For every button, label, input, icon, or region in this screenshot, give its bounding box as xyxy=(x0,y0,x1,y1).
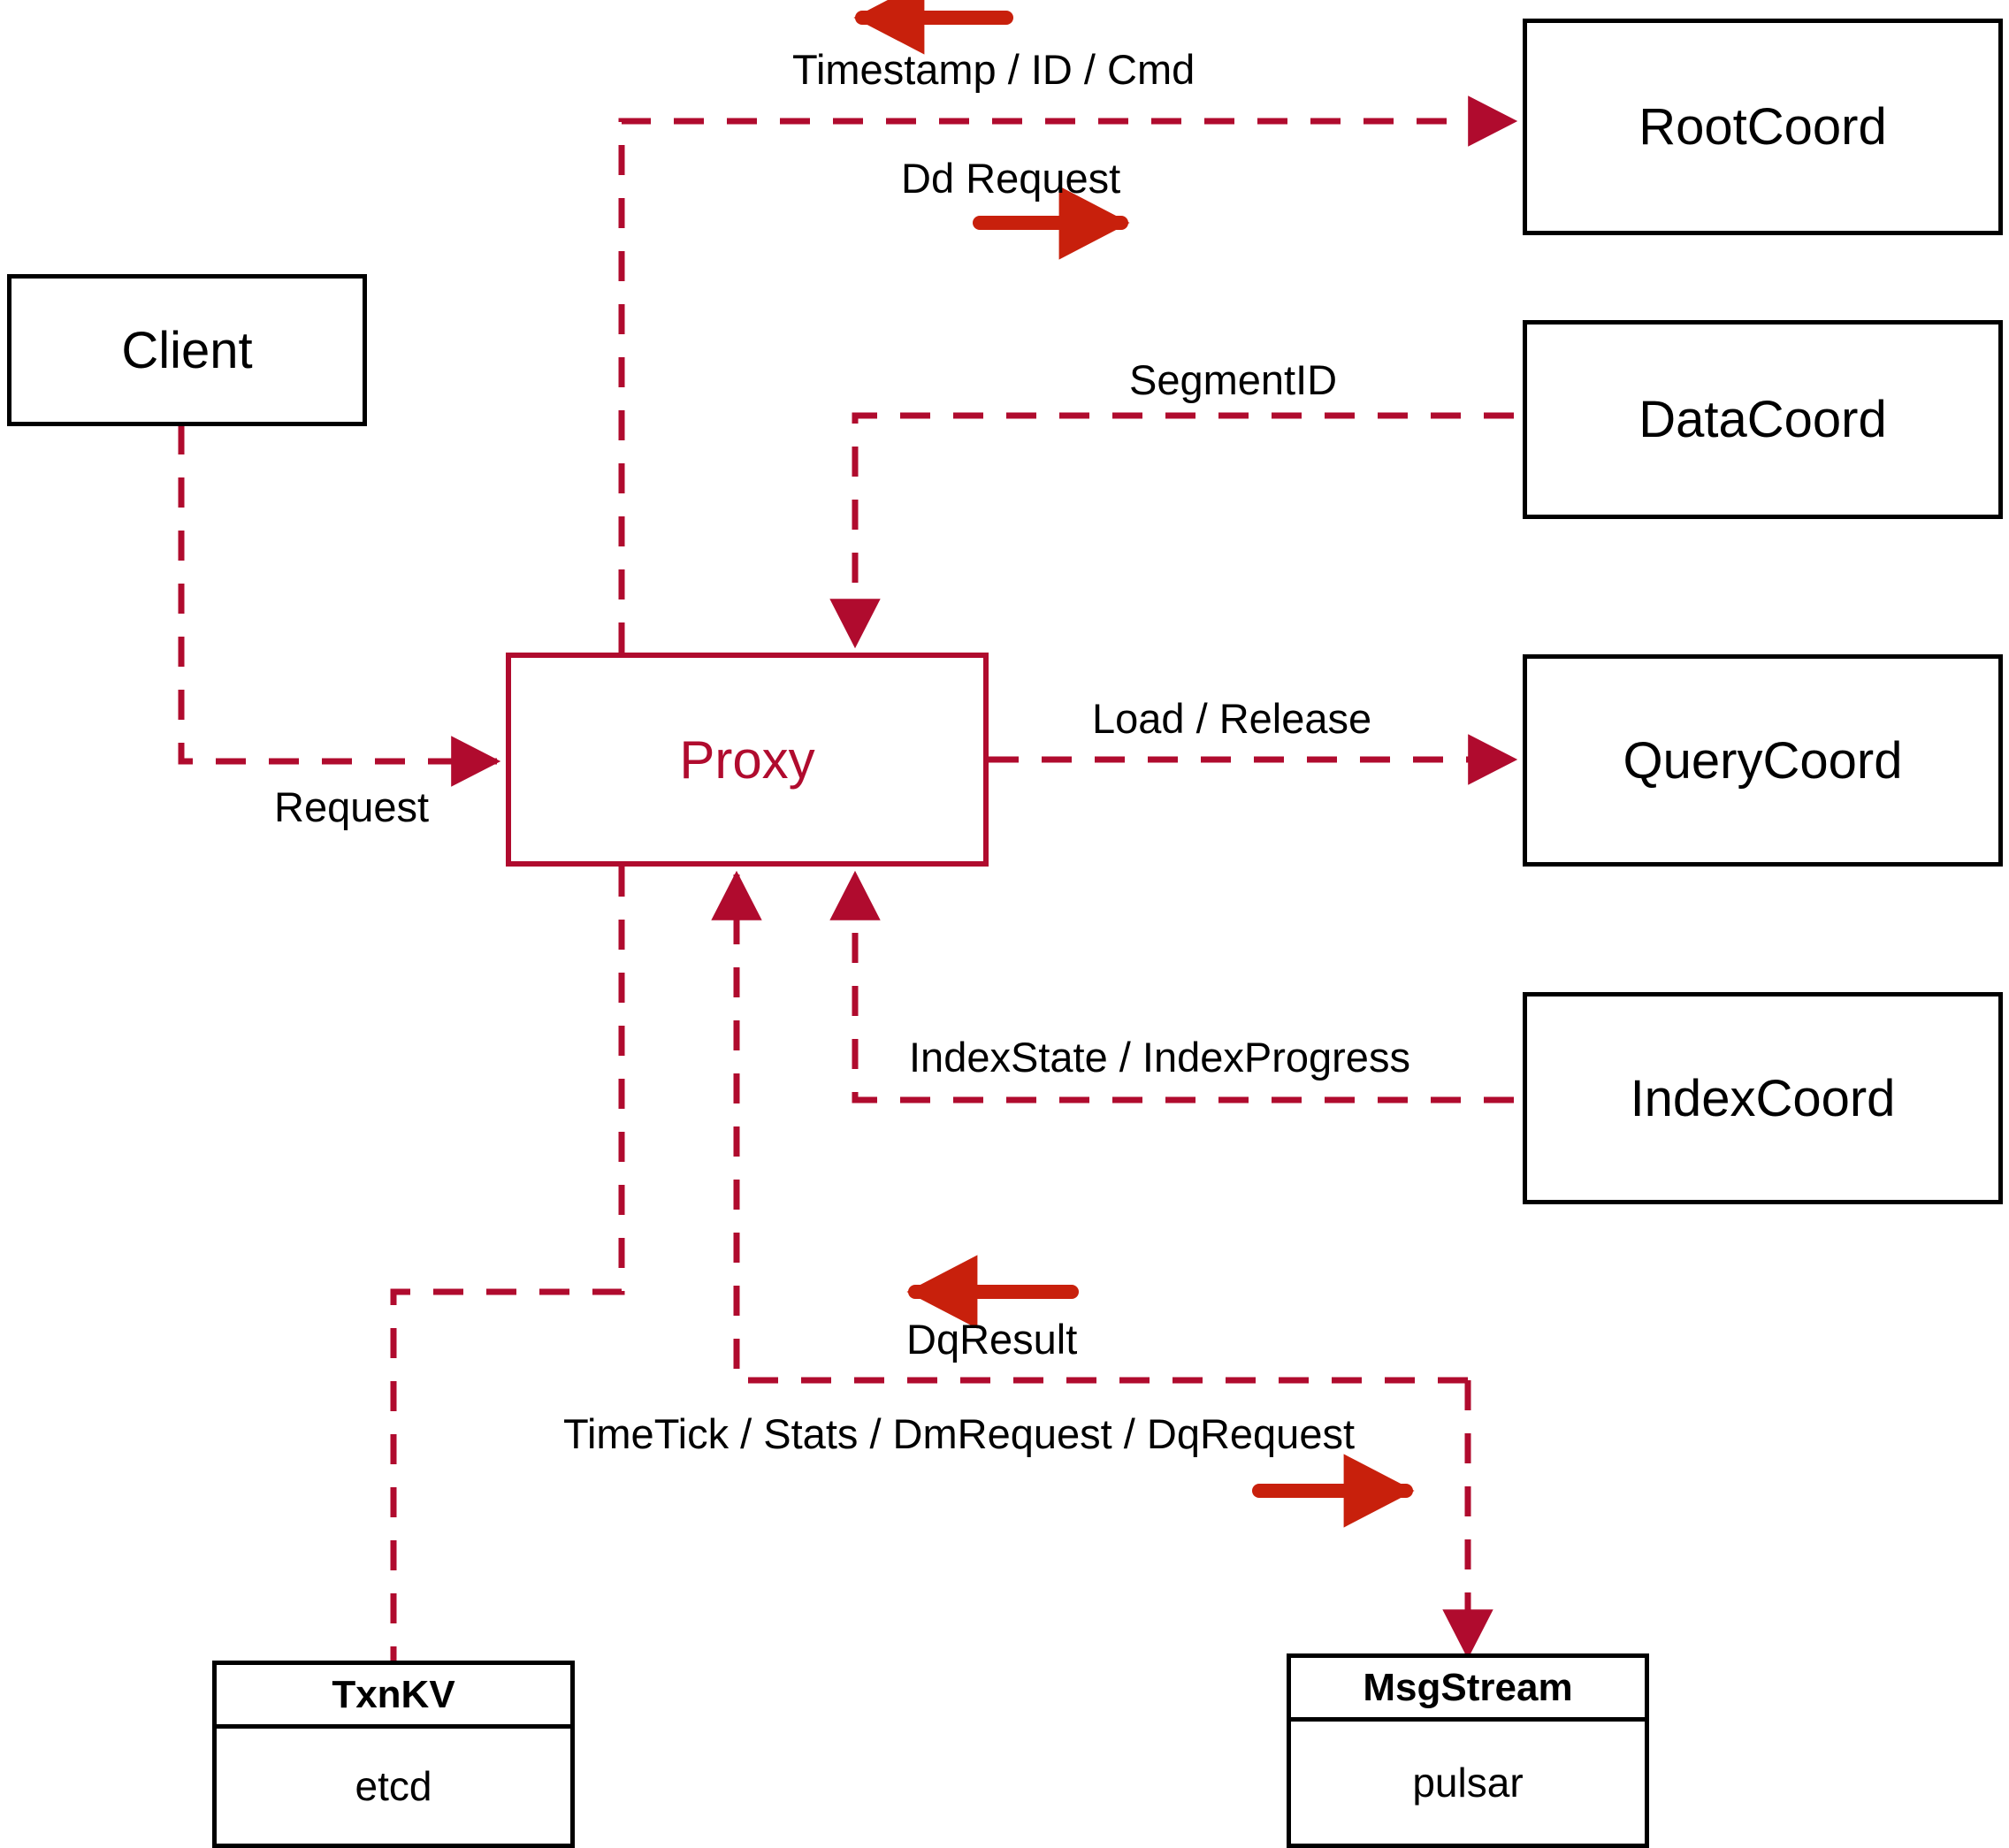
node-txnkv[interactable]: TxnKV etcd xyxy=(212,1661,575,1848)
node-datacoord-label: DataCoord xyxy=(1639,391,1887,448)
node-msgstream[interactable]: MsgStream pulsar xyxy=(1287,1653,1649,1848)
edge-label-timestamp-id-cmd: Timestamp / ID / Cmd xyxy=(792,46,1195,93)
node-proxy[interactable]: Proxy xyxy=(506,653,989,867)
node-txnkv-body: etcd xyxy=(355,1763,432,1809)
node-rootcoord-label: RootCoord xyxy=(1639,98,1887,156)
edge-proxy-rootcoord xyxy=(618,95,1518,653)
node-indexcoord-label: IndexCoord xyxy=(1630,1069,1896,1127)
edge-proxy-txnkv xyxy=(390,867,625,1663)
edge-indexcoord-proxy xyxy=(829,870,1514,1103)
node-rootcoord[interactable]: RootCoord xyxy=(1523,19,2003,235)
node-datacoord[interactable]: DataCoord xyxy=(1523,320,2003,519)
edge-label-indexstate-indexprogress: IndexState / IndexProgress xyxy=(909,1034,1410,1081)
node-indexcoord[interactable]: IndexCoord xyxy=(1523,992,2003,1204)
node-msgstream-body: pulsar xyxy=(1412,1760,1524,1806)
node-txnkv-header: TxnKV xyxy=(217,1665,570,1729)
node-client-label: Client xyxy=(121,321,253,379)
edge-label-segmentid: SegmentID xyxy=(1129,356,1338,403)
node-proxy-label: Proxy xyxy=(679,729,815,790)
edge-label-timetick-stats-dmrequest-dqrequest: TimeTick / Stats / DmRequest / DqRequest xyxy=(563,1410,1356,1457)
edge-label-dd-request: Dd Request xyxy=(901,155,1121,202)
edge-label-dqresult: DqResult xyxy=(906,1316,1078,1363)
edge-label-load-release: Load / Release xyxy=(1092,695,1372,742)
node-msgstream-header: MsgStream xyxy=(1291,1658,1645,1722)
edge-datacoord-proxy xyxy=(829,412,1514,649)
edge-client-proxy xyxy=(178,424,501,787)
edge-label-request: Request xyxy=(274,783,430,830)
node-client[interactable]: Client xyxy=(7,274,367,426)
node-querycoord-label: QueryCoord xyxy=(1623,731,1903,790)
edge-msgstream-proxy xyxy=(711,870,1468,1384)
node-querycoord[interactable]: QueryCoord xyxy=(1523,654,2003,867)
